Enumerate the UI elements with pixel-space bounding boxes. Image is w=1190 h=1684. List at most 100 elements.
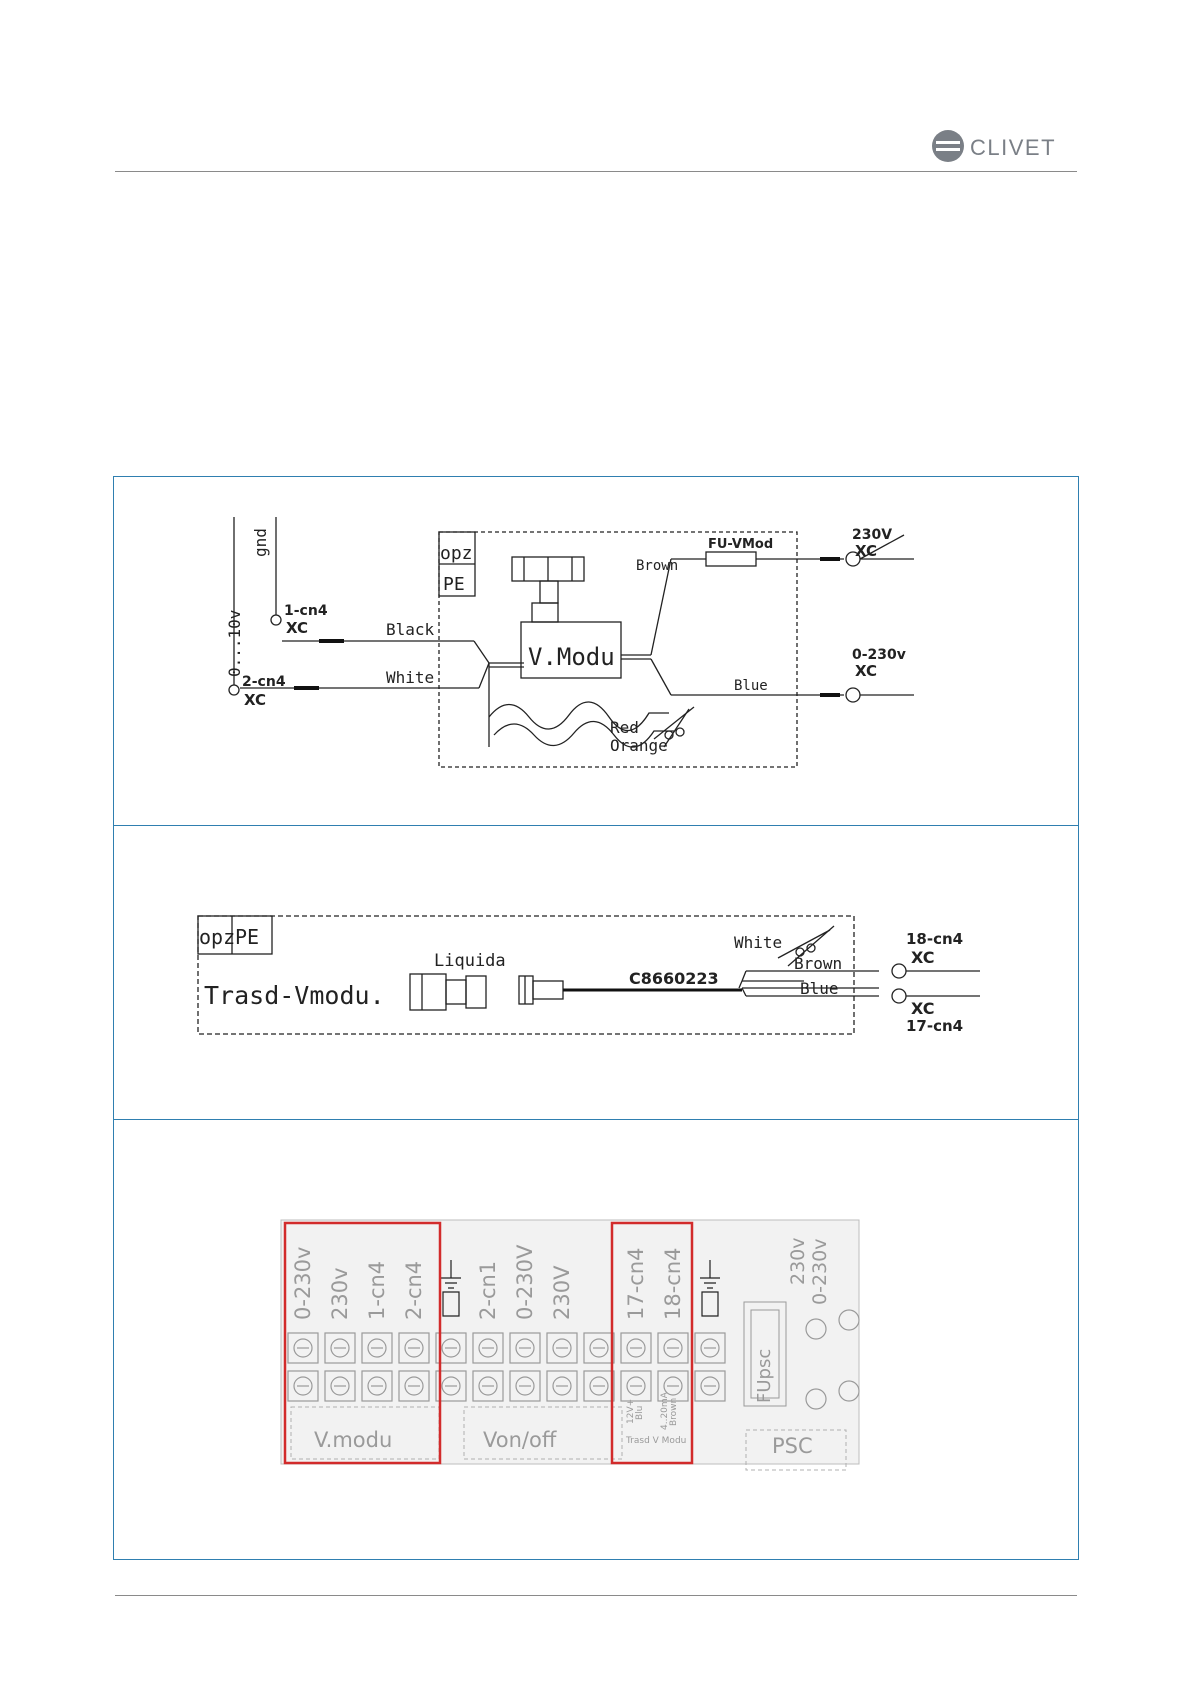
terminal-slot — [657, 1370, 689, 1402]
wire-brown-label: Brown — [794, 954, 842, 973]
terminal-slot — [472, 1370, 504, 1402]
terminal-screw — [552, 1338, 572, 1358]
terminal-screw — [367, 1338, 387, 1358]
supply-0-230v-xc: XC — [855, 662, 877, 680]
terminal-screw — [330, 1376, 350, 1396]
cable-code: C8660223 — [629, 969, 719, 988]
psc-screw — [838, 1380, 860, 1402]
terminal-screw — [589, 1376, 609, 1396]
highlight-vmodu — [283, 1221, 442, 1465]
terminal-slot — [472, 1332, 504, 1364]
terminal-screw — [367, 1376, 387, 1396]
terminal-slot — [435, 1370, 467, 1402]
terminal-slot — [620, 1370, 652, 1402]
terminal-screw — [441, 1376, 461, 1396]
terminal-2-cn4: 2-cn4 — [242, 674, 286, 690]
supply-0-230v-label: 0-230v — [852, 647, 906, 663]
terminal-label-4: 2-cn1 — [476, 1261, 500, 1320]
fupsc-label: FUpsc — [754, 1349, 775, 1403]
terminal-screw — [552, 1376, 572, 1396]
terminal-slot — [509, 1370, 541, 1402]
terminal-1-xc: XC — [286, 619, 308, 637]
terminal-slot — [583, 1332, 615, 1364]
terminal-label-8: 18-cn4 — [661, 1247, 685, 1320]
supply-230v-xc: XC — [855, 542, 877, 560]
terminal-screw — [404, 1338, 424, 1358]
psc-label-1: 0-230v — [809, 1239, 831, 1305]
terminal-label-5: 0-230V — [513, 1244, 537, 1320]
wire-blue-label: Blue — [800, 979, 839, 998]
range-label: 0...10v — [225, 610, 244, 677]
valve-wiring-diagram: opz PE gnd 0...10v 1-cn4 XC 2-cn4 XC Bla… — [225, 517, 914, 768]
terminal-2-xc: XC — [244, 691, 266, 709]
wire-white-label: White — [386, 668, 434, 687]
clivet-logo: CLIVET — [932, 130, 1056, 162]
valve-label: V.Modu — [528, 643, 615, 671]
terminal-screw — [700, 1338, 720, 1358]
terminal-block-diagram: 0-230v 230v 1-cn4 2-cn4 2-cn1 0-230V 230… — [280, 1219, 860, 1471]
earth-icon — [441, 1260, 461, 1317]
terminal-screw — [663, 1338, 683, 1358]
trasd-brown: Brown — [669, 1398, 679, 1426]
terminal-slot — [398, 1370, 430, 1402]
terminal-slot — [435, 1332, 467, 1364]
gnd-label: gnd — [251, 528, 270, 557]
terminal-slot — [324, 1370, 356, 1402]
panel-valve-wiring: opz PE gnd 0...10v 1-cn4 XC 2-cn4 XC Bla… — [113, 476, 1079, 826]
terminal-slot — [398, 1332, 430, 1364]
terminal-screw — [515, 1376, 535, 1396]
terminal-screw — [700, 1376, 720, 1396]
terminal-slot — [361, 1332, 393, 1364]
earth-icon — [700, 1260, 720, 1317]
terminal-slot — [287, 1332, 319, 1364]
terminal-screw — [478, 1338, 498, 1358]
terminal-screw — [515, 1338, 535, 1358]
terminal-screw — [404, 1376, 424, 1396]
transducer-name: Trasd-Vmodu. — [204, 981, 385, 1010]
opz-label: opz — [440, 543, 473, 564]
footer-rule — [115, 1595, 1077, 1596]
opz-label: opz — [199, 925, 235, 949]
group-vonoff-label: Von/off — [483, 1428, 557, 1452]
terminal-slot — [583, 1370, 615, 1402]
terminal-slot — [694, 1370, 726, 1402]
wire-orange-label: Orange — [610, 736, 668, 755]
terminal-label-0: 0-230v — [291, 1247, 315, 1320]
terminal-slot — [546, 1370, 578, 1402]
pe-label: PE — [443, 574, 465, 595]
group-vmodu-label: V.modu — [314, 1428, 392, 1452]
pe-label: PE — [235, 925, 259, 949]
terminal-18-cn4: 18-cn4 — [906, 930, 963, 948]
terminal-screw — [626, 1376, 646, 1396]
terminal-label-7: 17-cn4 — [624, 1247, 648, 1320]
trasd-caption: Trasd V Modu — [625, 1436, 686, 1446]
terminal-slot — [287, 1370, 319, 1402]
terminal-slot — [361, 1370, 393, 1402]
terminal-label-2: 1-cn4 — [365, 1261, 389, 1320]
wire-red-label: Red — [610, 718, 639, 737]
trasd-12v: 12V+ — [626, 1399, 636, 1424]
brand-name: CLIVET — [970, 135, 1056, 160]
wire-white-label: White — [734, 933, 782, 952]
panel-transducer-wiring: opz PE Trasd-Vmodu. Liquida C8660223 Whi… — [113, 825, 1079, 1120]
terminal-17-cn4: 17-cn4 — [906, 1017, 963, 1035]
terminal-screw — [589, 1338, 609, 1358]
terminal-screw — [478, 1376, 498, 1396]
highlight-trasd — [610, 1221, 694, 1465]
psc-screw — [838, 1309, 860, 1331]
header-rule — [115, 171, 1077, 172]
terminal-slot — [509, 1332, 541, 1364]
terminal-screw — [663, 1376, 683, 1396]
terminal-slot — [546, 1332, 578, 1364]
wire-black-label: Black — [386, 620, 435, 639]
terminal-screw — [293, 1376, 313, 1396]
liquida-label: Liquida — [434, 951, 506, 971]
group-psc-label: PSC — [772, 1434, 813, 1458]
terminal-label-6: 230V — [550, 1265, 574, 1320]
terminal-1-cn4: 1-cn4 — [284, 603, 328, 619]
psc-screw — [805, 1318, 827, 1340]
wire-brown-label: Brown — [636, 558, 678, 574]
terminal-label-3: 2-cn4 — [402, 1261, 426, 1320]
terminal-slot — [694, 1332, 726, 1364]
terminal-slot — [620, 1332, 652, 1364]
